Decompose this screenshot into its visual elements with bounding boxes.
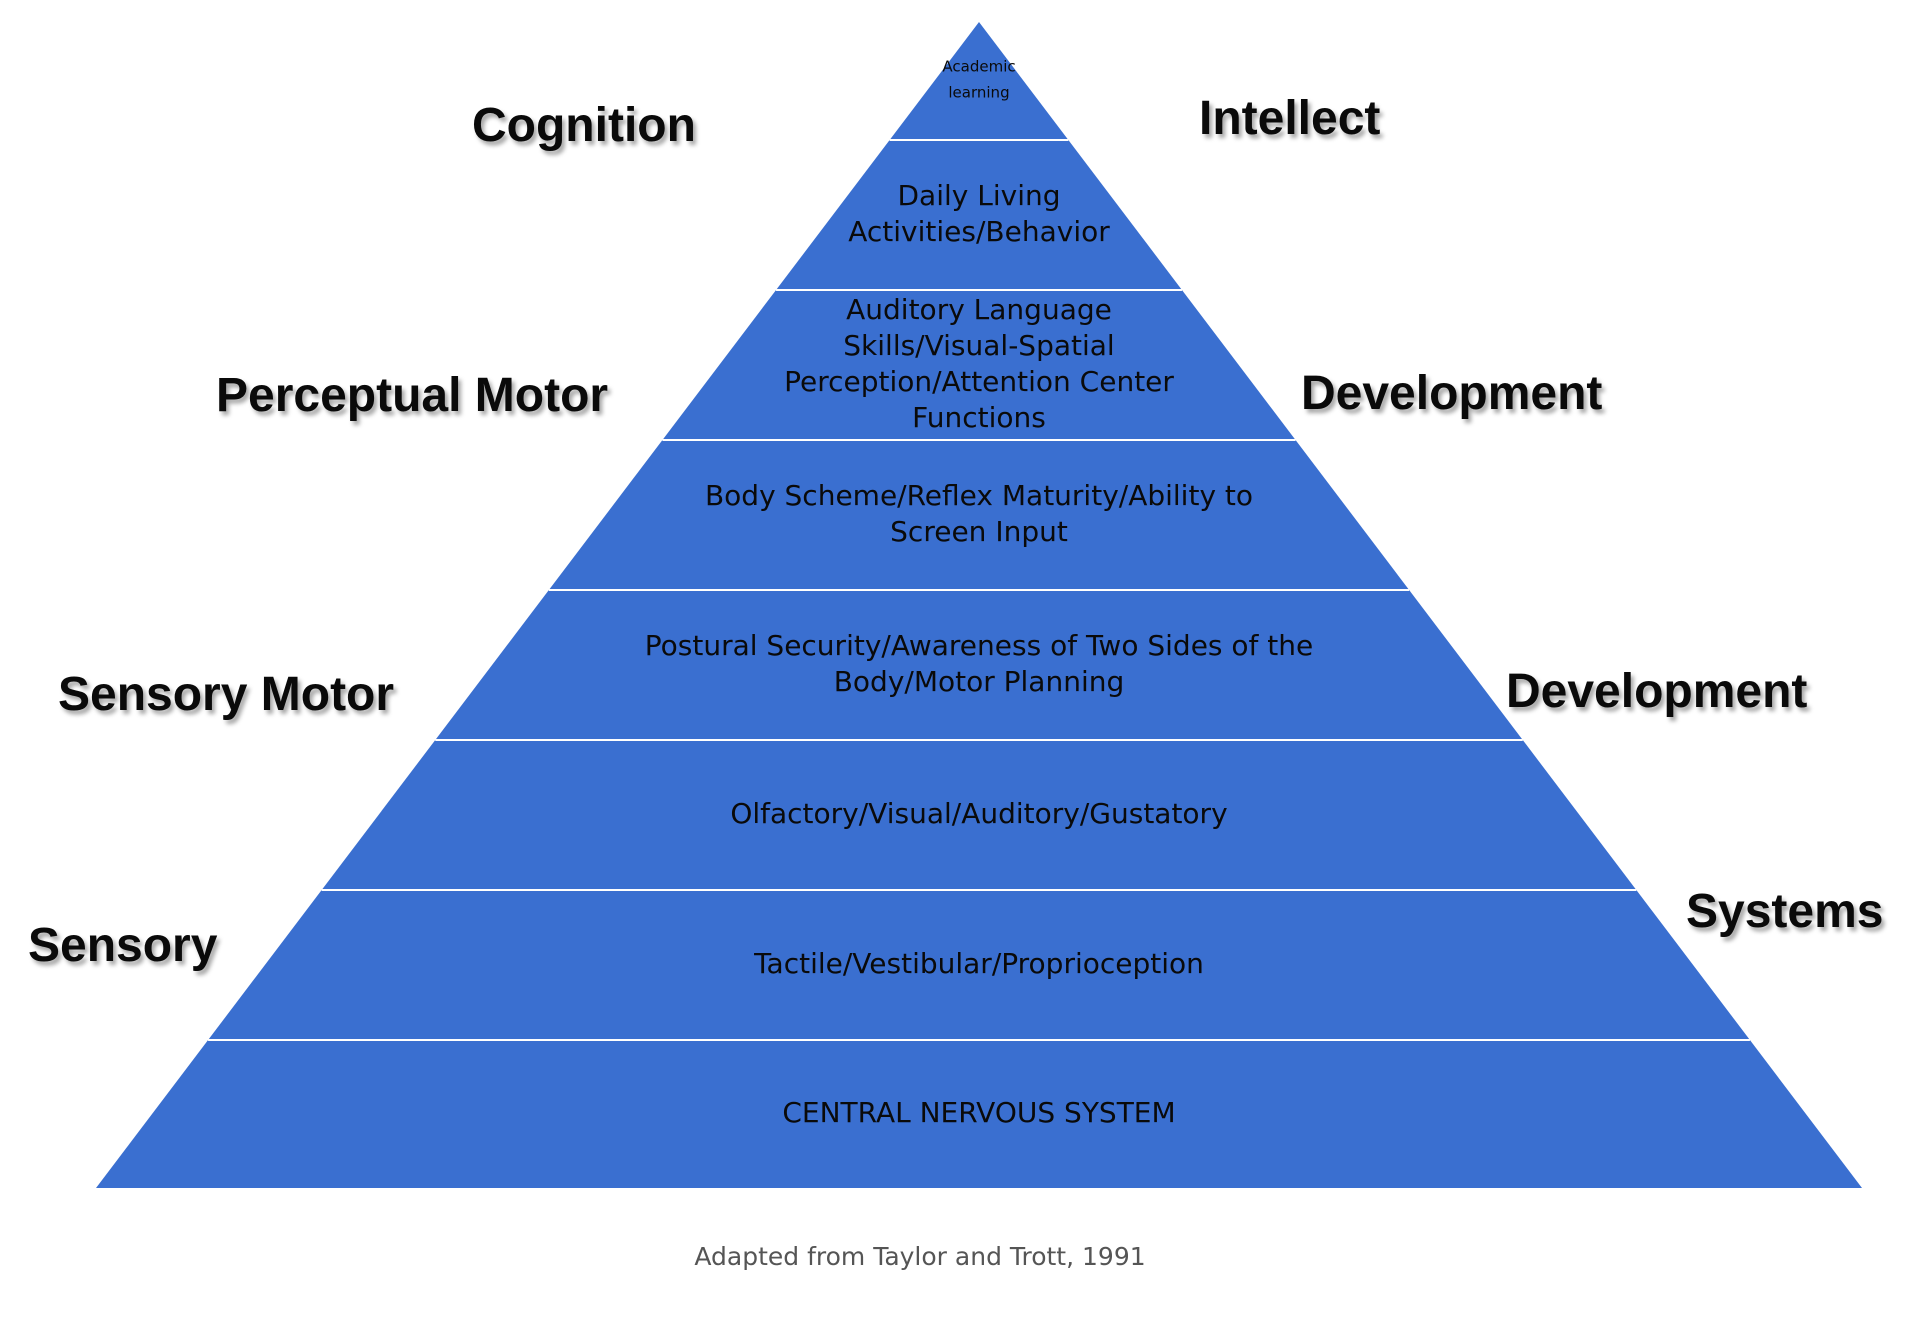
tier-label: Perception/Attention Center xyxy=(784,365,1174,398)
tier-shape xyxy=(548,440,1410,590)
label-cognition: Cognition xyxy=(472,99,696,152)
source-caption: Adapted from Taylor and Trott, 1991 xyxy=(694,1242,1146,1271)
label-intellect: Intellect xyxy=(1199,92,1381,145)
tier-label: Activities/Behavior xyxy=(848,215,1110,248)
tier-shape xyxy=(96,1040,1862,1188)
tier-label: CENTRAL NERVOUS SYSTEM xyxy=(782,1096,1175,1129)
tier-label: Tactile/Vestibular/Proprioception xyxy=(753,947,1204,980)
label-development-lower: Development xyxy=(1506,665,1808,718)
label-systems: Systems xyxy=(1686,885,1884,938)
pyramid-tier: Postural Security/Awareness of Two Sides… xyxy=(435,589,1523,740)
tier-shape xyxy=(662,290,1296,440)
tier-label: Screen Input xyxy=(890,515,1068,548)
tier-label: Academic xyxy=(942,58,1015,76)
tier-shape xyxy=(435,590,1523,740)
pyramid-tier: Tactile/Vestibular/Proprioception xyxy=(208,889,1750,1040)
tier-shape xyxy=(889,22,1069,140)
tier-label: learning xyxy=(948,84,1009,102)
pyramid-tier: Olfactory/Visual/Auditory/Gustatory xyxy=(321,739,1637,890)
tier-label: Auditory Language xyxy=(846,293,1112,326)
tier-label: Skills/Visual-Spatial xyxy=(843,329,1114,362)
tier-shape xyxy=(321,740,1637,890)
label-sensory-motor: Sensory Motor xyxy=(58,668,395,721)
label-sensory: Sensory xyxy=(28,919,218,972)
label-development-upper: Development xyxy=(1301,367,1603,420)
tier-shape xyxy=(776,140,1182,290)
tier-label: Postural Security/Awareness of Two Sides… xyxy=(645,629,1314,662)
pyramid-tier: Auditory LanguageSkills/Visual-SpatialPe… xyxy=(662,289,1296,440)
tier-label: Functions xyxy=(912,401,1046,434)
pyramid-tier: Academic learning xyxy=(889,22,1069,140)
pyramid-tier: CENTRAL NERVOUS SYSTEM xyxy=(96,1039,1862,1188)
pyramid-tier: Body Scheme/Reflex Maturity/Ability toSc… xyxy=(548,439,1410,590)
tier-shape xyxy=(208,890,1750,1040)
tier-label: Daily Living xyxy=(898,179,1061,212)
tier-label: Body Scheme/Reflex Maturity/Ability to xyxy=(705,479,1253,512)
tier-label: Olfactory/Visual/Auditory/Gustatory xyxy=(730,797,1227,830)
label-perceptual-motor: Perceptual Motor xyxy=(216,369,609,422)
tier-label: Body/Motor Planning xyxy=(834,665,1125,698)
